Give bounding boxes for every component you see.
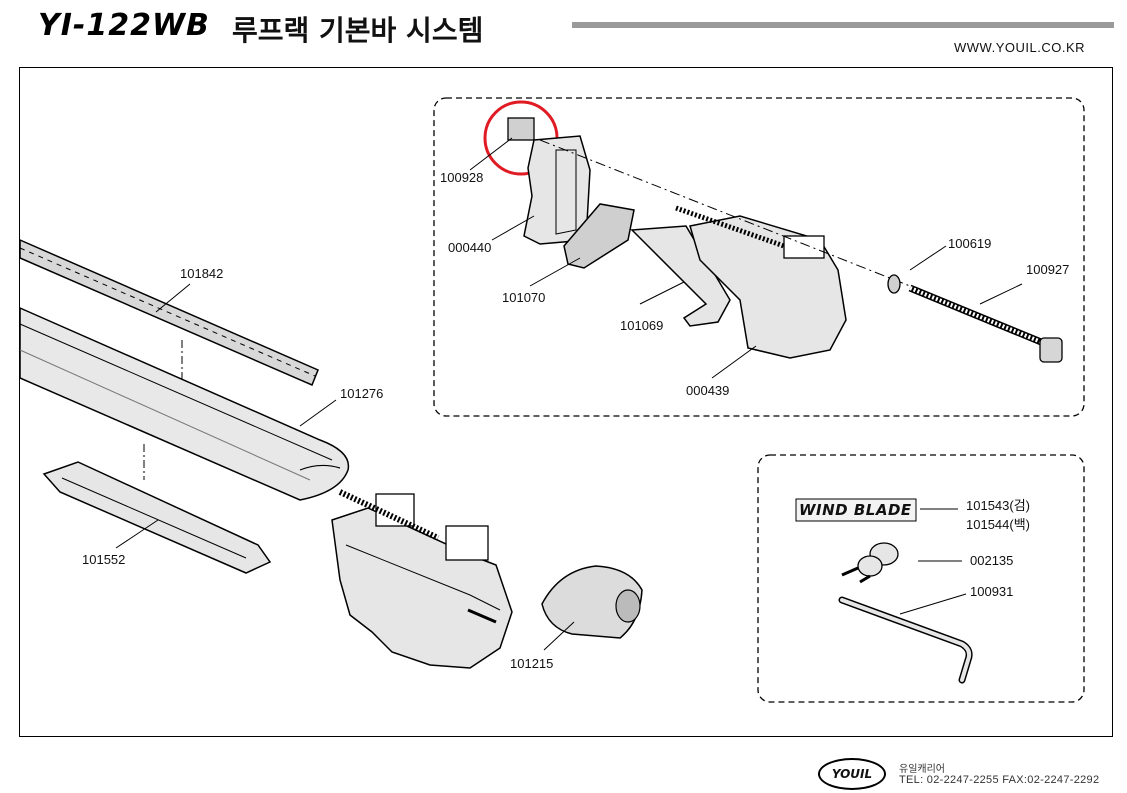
label-101069: 101069: [620, 318, 664, 333]
foot-body-000439: [675, 205, 847, 359]
model-number: YI-122WB: [38, 8, 210, 43]
rubber-pad-101552: [42, 461, 272, 574]
end-cap-101215: [541, 565, 643, 639]
label-100927: 100927: [1026, 262, 1070, 277]
label-101215: 101215: [510, 656, 554, 671]
label-100619: 100619: [948, 236, 992, 251]
label-101070: 101070: [502, 290, 546, 305]
bolt-100927: [908, 284, 1063, 363]
wind-blade-logo-text: WIND BLADE: [799, 501, 912, 519]
rubber-strip-101842: [19, 238, 319, 386]
accessories-box: [757, 454, 1085, 703]
wind-blade-logo: [795, 498, 917, 522]
label-000440: 000440: [448, 240, 492, 255]
bracket-000440: [523, 135, 591, 245]
label-000439: 000439: [686, 383, 730, 398]
washer-100619: [887, 274, 901, 294]
label-002135: 002135: [970, 553, 1014, 568]
label-101842: 101842: [180, 266, 224, 281]
label-100928: 100928: [440, 170, 484, 185]
label-100931: 100931: [970, 584, 1014, 599]
aero-bar-101276: [19, 306, 350, 501]
page-title: 루프랙 기본바 시스템: [232, 14, 484, 47]
contact-info: TEL: 02-2247-2255 FAX:02-2247-2292: [899, 774, 1100, 786]
allen-wrench-100931: [838, 596, 973, 684]
youil-logo: YOUIL: [818, 758, 886, 790]
website-url[interactable]: WWW.YOUIL.CO.KR: [954, 40, 1085, 55]
leader-lines: [115, 137, 1023, 651]
foot-assembly-lower: [331, 489, 513, 669]
company-name: 유일캐리어: [899, 764, 945, 775]
foot-detail-box: [433, 97, 1085, 417]
label-101543: 101543(검): [966, 498, 1030, 513]
pad-101070: [563, 203, 635, 269]
label-101552: 101552: [82, 552, 126, 567]
diagram-frame: [19, 67, 1113, 737]
youil-logo-text: YOUIL: [831, 767, 873, 781]
label-101544: 101544(백): [966, 517, 1030, 532]
clip-100928: [507, 117, 535, 141]
header-rule: [572, 22, 1114, 28]
keys-002135: [841, 542, 899, 584]
label-101276: 101276: [340, 386, 384, 401]
